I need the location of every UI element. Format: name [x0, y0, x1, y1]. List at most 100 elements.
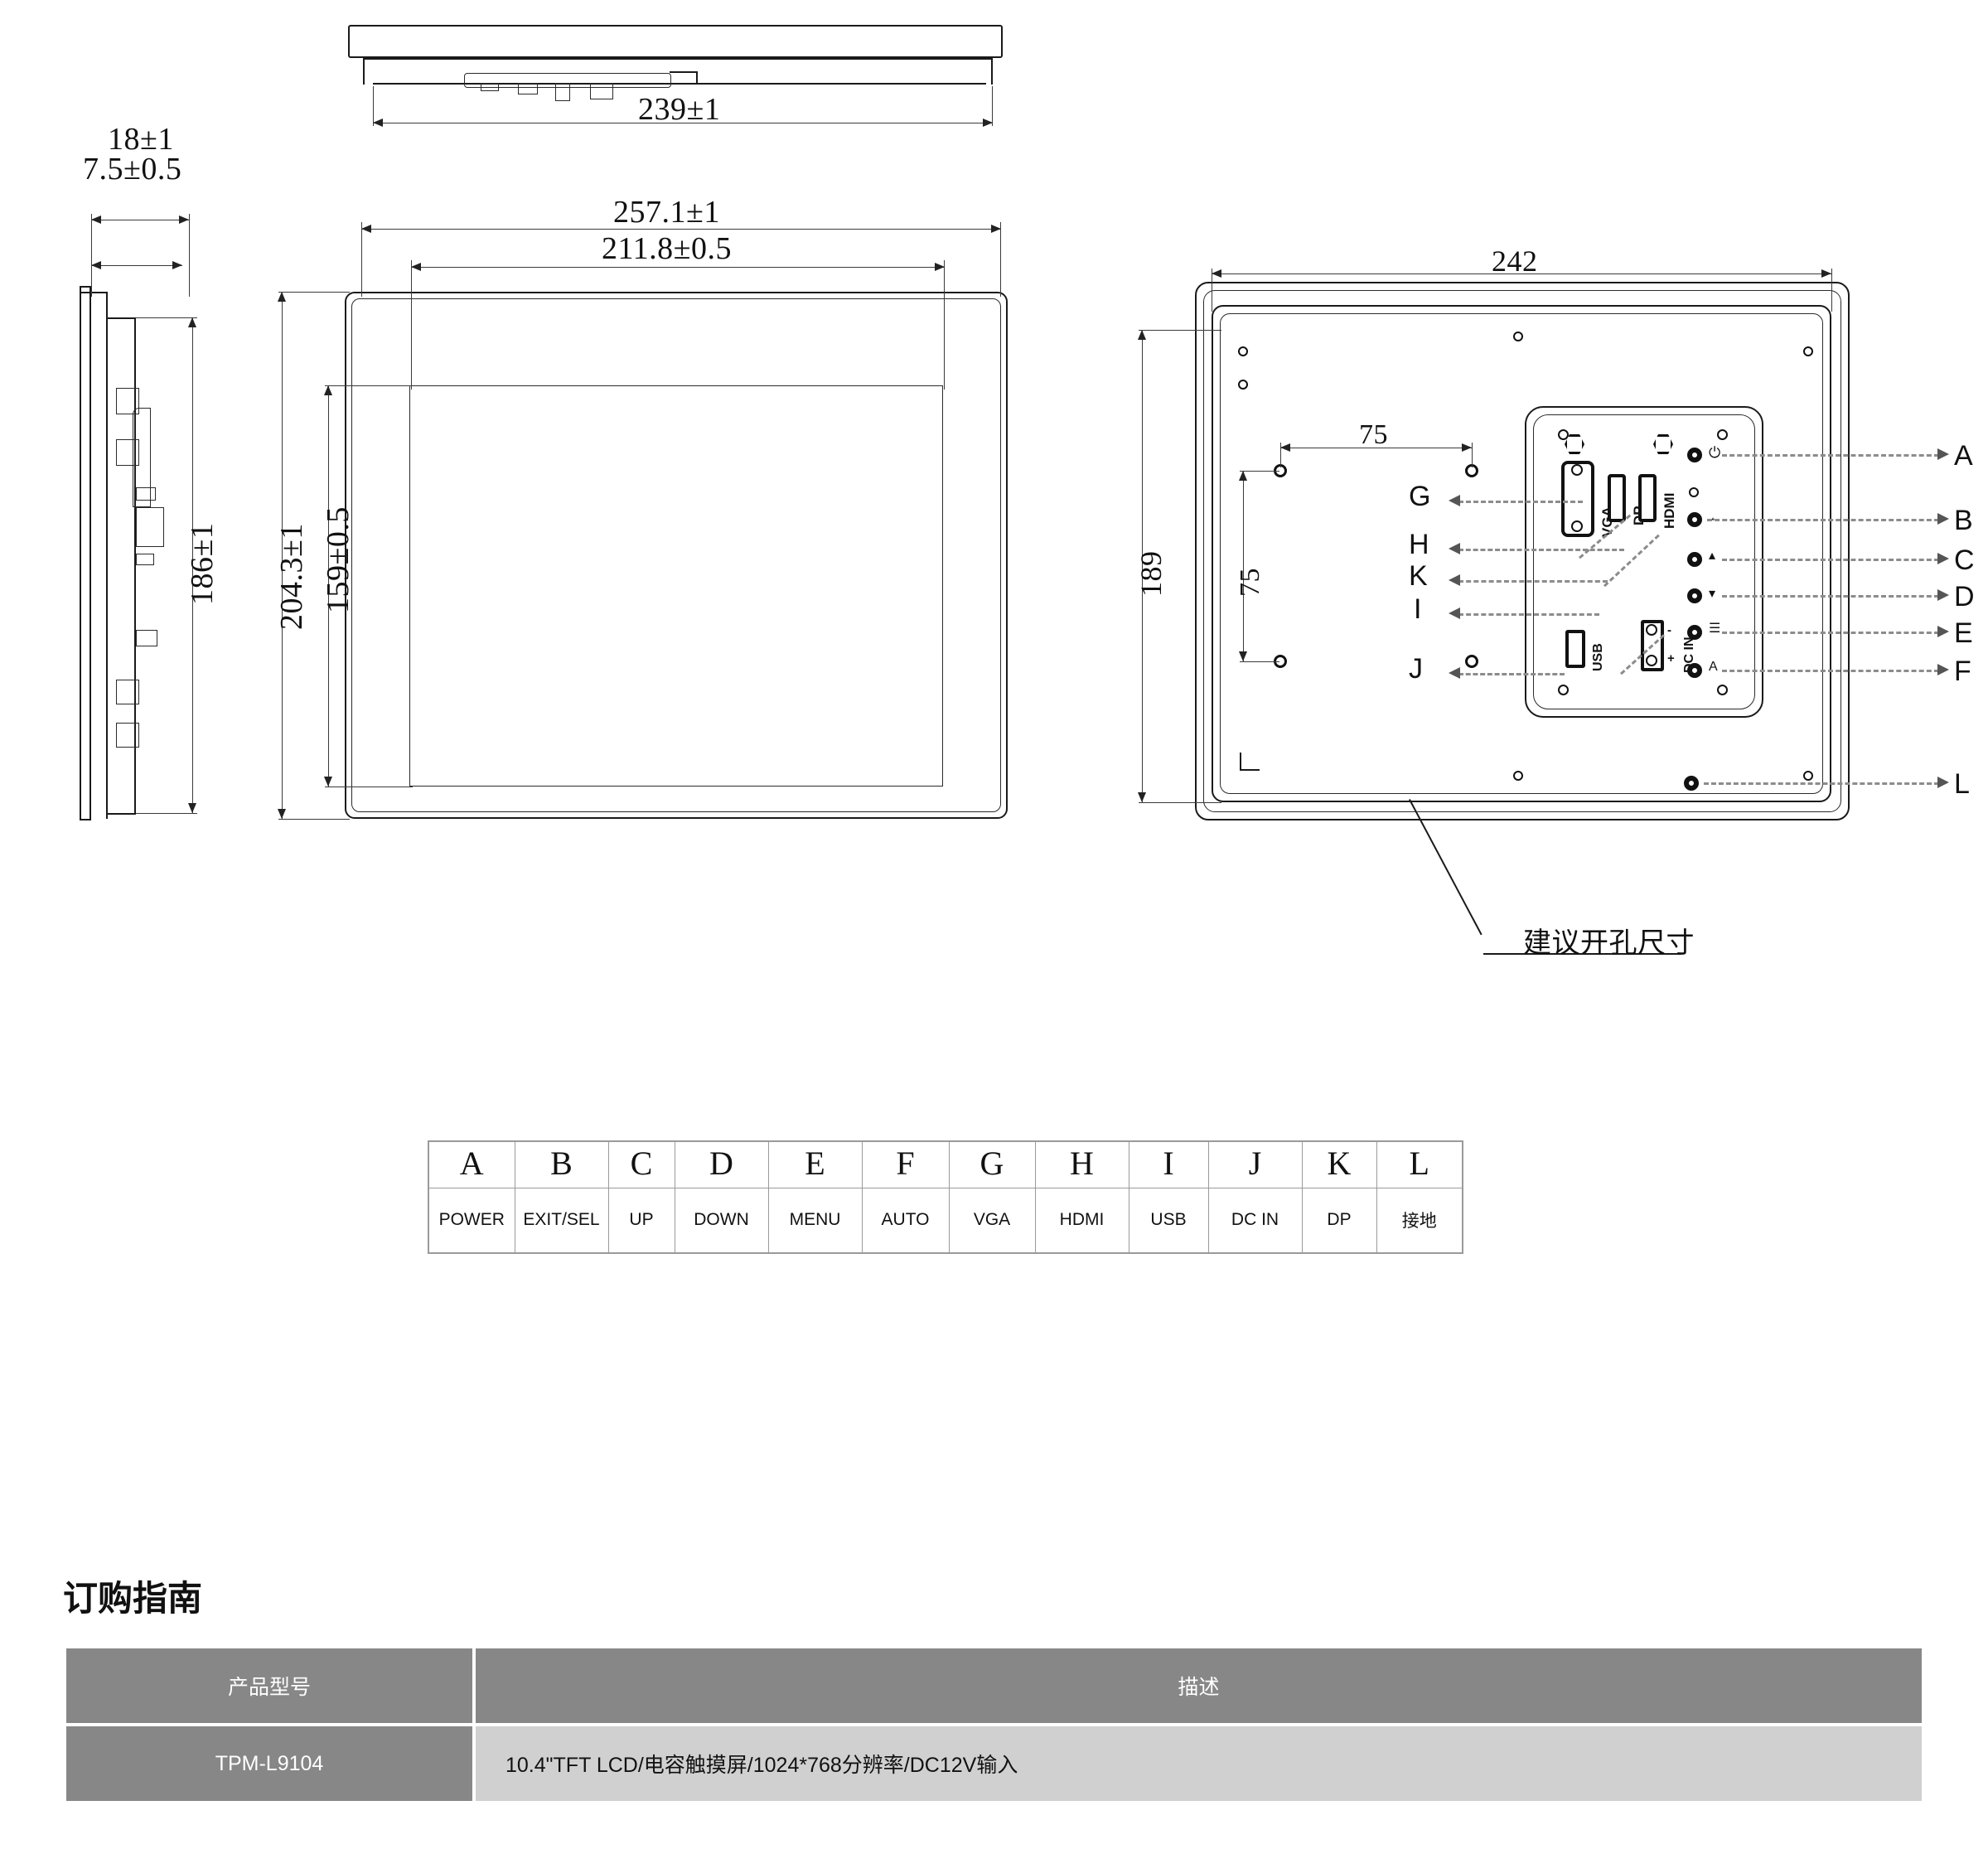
- osd-button-power[interactable]: [1687, 448, 1702, 462]
- rear-hole-tm: [1513, 332, 1523, 341]
- dim-body-height-arrow-top: [188, 317, 196, 327]
- io-screw-tr: [1717, 429, 1728, 440]
- legend-name-ground: 接地: [1376, 1188, 1463, 1253]
- osd-button-up[interactable]: [1687, 552, 1702, 567]
- rear-view-outer-flange: [1195, 282, 1850, 820]
- usb-port-icon: [1565, 630, 1585, 668]
- front-view-inner-bezel: [351, 298, 1001, 812]
- side-view-bezel-back: [106, 292, 108, 819]
- power-glyph-icon: ⏻: [1709, 444, 1721, 461]
- legend-name-up: UP: [607, 1188, 675, 1253]
- dim-vesa-h-ext-left: [1280, 443, 1281, 467]
- leader-j-arrow: [1449, 667, 1460, 679]
- dim-vesa-v-line: [1243, 471, 1244, 661]
- callout-k: K: [1409, 560, 1428, 592]
- side-view-clamp-lower: [116, 439, 139, 466]
- top-view-edge-2: [373, 83, 986, 85]
- io-screw-br: [1717, 685, 1728, 695]
- legend-name-dcin: DC IN: [1207, 1188, 1303, 1253]
- dim-outer-height-text: 204.3±1: [274, 523, 309, 630]
- leader-j: [1458, 673, 1565, 675]
- legend-letter-i: I: [1128, 1140, 1209, 1188]
- leader-i-arrow: [1449, 607, 1460, 619]
- legend-letter-f: F: [861, 1140, 950, 1188]
- connector-legend-table: A B C D E F G H I J K L POWER EXIT/SEL U…: [428, 1140, 1463, 1254]
- down-glyph-icon: ▾: [1709, 587, 1716, 601]
- legend-name-vga: VGA: [948, 1188, 1036, 1253]
- dim-bezel-depth-arrow-right: [179, 215, 189, 224]
- dim-active-width-arrow-right: [935, 263, 945, 271]
- top-view-port-c: [555, 83, 570, 101]
- dim-active-width-text: 211.8±0.5: [602, 231, 732, 266]
- legend-letter-e: E: [767, 1140, 863, 1188]
- dim-active-width-line: [411, 267, 945, 268]
- leader-h-arrow: [1449, 543, 1460, 554]
- side-view-port-usb: [136, 630, 157, 646]
- dim-cutout-height-ext-top: [1139, 330, 1221, 331]
- dim-outer-width-text: 257.1±1: [613, 195, 720, 230]
- leader-e-arrow: [1937, 626, 1949, 637]
- leader-a-arrow: [1937, 448, 1949, 460]
- legend-letter-a: A: [428, 1140, 515, 1188]
- legend-name-usb: USB: [1128, 1188, 1209, 1253]
- side-view-top-lip: [80, 292, 108, 293]
- legend-letter-d: D: [674, 1140, 769, 1188]
- dim-vesa-v-ext-bottom: [1240, 661, 1279, 662]
- dim-depth-ext-left: [373, 86, 374, 126]
- legend-letters-row: A B C D E F G H I J K L: [428, 1140, 1463, 1188]
- front-view-active-area: [409, 385, 943, 787]
- dim-outer-height-ext-top: [278, 292, 350, 293]
- leader-e: [1722, 632, 1939, 634]
- dim-bezel-thickness-line: [91, 265, 182, 266]
- leader-f: [1722, 670, 1939, 672]
- dim-vesa-h-arrow-left: [1280, 443, 1290, 452]
- dim-outer-width-line: [361, 229, 1001, 230]
- legend-letter-h: H: [1034, 1140, 1129, 1188]
- io-screw-tl: [1558, 429, 1569, 440]
- side-view-port-vga: [136, 487, 156, 501]
- dim-body-height-ext-top: [136, 317, 197, 318]
- dim-outer-width-ext-right: [1000, 222, 1001, 297]
- dim-depth-total-arrow-left: [373, 119, 383, 127]
- osd-button-down[interactable]: [1687, 588, 1702, 603]
- leader-k: [1458, 580, 1608, 583]
- leader-g: [1458, 501, 1583, 503]
- ordering-guide-table: 产品型号 描述 TPM-L9104 10.4"TFT LCD/电容触摸屏/102…: [63, 1645, 1925, 1804]
- side-view-port-dsub: [136, 507, 164, 547]
- rear-hole-bm: [1513, 771, 1523, 781]
- osd-button-menu[interactable]: [1687, 625, 1702, 640]
- dim-depth-total-text: 239±1: [638, 92, 721, 127]
- vesa-hole-br: [1465, 655, 1478, 668]
- osd-button-auto[interactable]: [1687, 663, 1702, 678]
- dim-vesa-v-text: 75: [1235, 568, 1265, 597]
- dim-outer-width-ext-left: [361, 222, 362, 297]
- dim-active-height-ext-top: [325, 385, 413, 386]
- dim-vesa-h-ext-right: [1472, 443, 1473, 467]
- callout-a: A: [1954, 440, 1973, 472]
- rear-view-corner-mark-v: [1240, 753, 1241, 771]
- leader-l: [1704, 782, 1939, 785]
- legend-letter-j: J: [1207, 1140, 1303, 1188]
- top-view-right-edge: [991, 58, 993, 85]
- dim-body-height-text: 186±1: [185, 522, 220, 605]
- auto-glyph-icon: A: [1709, 660, 1719, 674]
- leader-b-arrow: [1937, 513, 1949, 525]
- dim-outer-height-arrow-top: [278, 292, 286, 302]
- callout-g: G: [1409, 481, 1431, 512]
- dim-vesa-v-arrow-bottom: [1239, 651, 1247, 661]
- callout-b: B: [1954, 505, 1973, 536]
- side-view-port-hdmi: [136, 554, 154, 565]
- osd-button-exit[interactable]: [1687, 512, 1702, 527]
- dim-bezel-thickness-arrow-left: [91, 261, 101, 269]
- legend-name-power: POWER: [428, 1188, 515, 1253]
- dim-vesa-v-arrow-top: [1239, 471, 1247, 481]
- vga-hexnut-left-icon: [1565, 434, 1584, 454]
- vga-hexnut-right-icon: [1653, 434, 1673, 454]
- side-view-clamp-lower3: [116, 723, 139, 748]
- callout-i: I: [1414, 593, 1422, 625]
- legend-name-exitsel: EXIT/SEL: [514, 1188, 609, 1253]
- usb-port-label: USB: [1591, 643, 1605, 671]
- dim-active-height-arrow-bottom: [324, 777, 332, 787]
- leader-d: [1722, 595, 1939, 598]
- ordering-guide-title: 订购指南: [63, 1579, 203, 1618]
